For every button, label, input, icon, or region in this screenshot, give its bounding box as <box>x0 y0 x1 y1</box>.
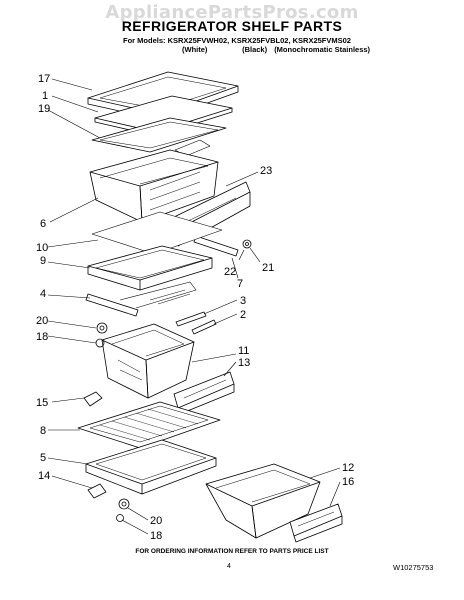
part-6-deli-drawer <box>89 149 219 223</box>
ordering-note: FOR ORDERING INFORMATION REFER TO PARTS … <box>135 548 329 555</box>
callout-18-lower: 18 <box>150 530 162 542</box>
part-13-drawer-front <box>173 371 235 415</box>
callout-10: 10 <box>36 242 48 254</box>
callout-1: 1 <box>42 90 48 102</box>
models-line: For Models: KSRX25FVWH02, KSRX25FVBL02, … <box>123 36 351 45</box>
callout-15: 15 <box>36 397 48 409</box>
part-1-19-shelf-frame <box>91 95 233 157</box>
callout-17: 17 <box>38 73 50 85</box>
callout-8: 8 <box>40 425 46 437</box>
part-20-18-lower-wheel <box>116 498 130 522</box>
callout-labels: 17 1 19 23 6 10 9 22 21 7 4 3 20 2 18 11… <box>36 73 354 542</box>
callout-16: 16 <box>342 476 354 488</box>
callout-9: 9 <box>40 255 46 267</box>
page-number: 4 <box>227 563 231 570</box>
page-title: REFRIGERATOR SHELF PARTS <box>121 18 343 34</box>
part-3-2-brackets <box>175 311 217 335</box>
part-15-clip <box>83 391 103 407</box>
callout-12: 12 <box>342 462 354 474</box>
part-4-support-rail <box>85 281 197 317</box>
callout-13: 13 <box>238 357 250 369</box>
callout-4: 4 <box>40 288 46 300</box>
part-5-shelf-frame <box>85 439 217 495</box>
callout-20-lower: 20 <box>150 515 162 527</box>
document-number: W10275753 <box>393 563 434 572</box>
part-9-crisper-frame <box>87 245 213 291</box>
part-14-clip <box>87 483 107 499</box>
watermark: AppliancePartsPros.com <box>105 2 359 23</box>
color-white: (White) <box>182 45 208 54</box>
callout-19: 19 <box>38 103 50 115</box>
callout-6: 6 <box>40 218 46 230</box>
callout-5: 5 <box>40 452 46 464</box>
callout-7: 7 <box>237 278 243 290</box>
part-7-22-21-hardware <box>193 235 252 257</box>
callout-21: 21 <box>262 262 274 274</box>
leader-lines <box>47 78 341 535</box>
part-12-bottom-drawer <box>205 463 321 539</box>
part-8-wire-shelf <box>77 401 221 449</box>
callout-14: 14 <box>38 470 50 482</box>
callout-2: 2 <box>240 309 246 321</box>
color-black: (Black) <box>242 45 268 54</box>
callout-22: 22 <box>224 266 236 278</box>
color-stainless: (Monochromatic Stainless) <box>274 45 371 54</box>
part-10-glass-panel <box>91 211 223 255</box>
color-variants: (White) (Black) (Monochromatic Stainless… <box>182 45 370 54</box>
part-11-crisper-drawer <box>101 323 195 399</box>
callout-3: 3 <box>240 295 246 307</box>
callout-18: 18 <box>36 331 48 343</box>
callout-11: 11 <box>238 345 249 357</box>
part-20-18-wheel <box>95 322 108 348</box>
part-16-drawer-front <box>289 503 343 543</box>
callout-23: 23 <box>260 165 272 177</box>
callout-20: 20 <box>36 315 48 327</box>
